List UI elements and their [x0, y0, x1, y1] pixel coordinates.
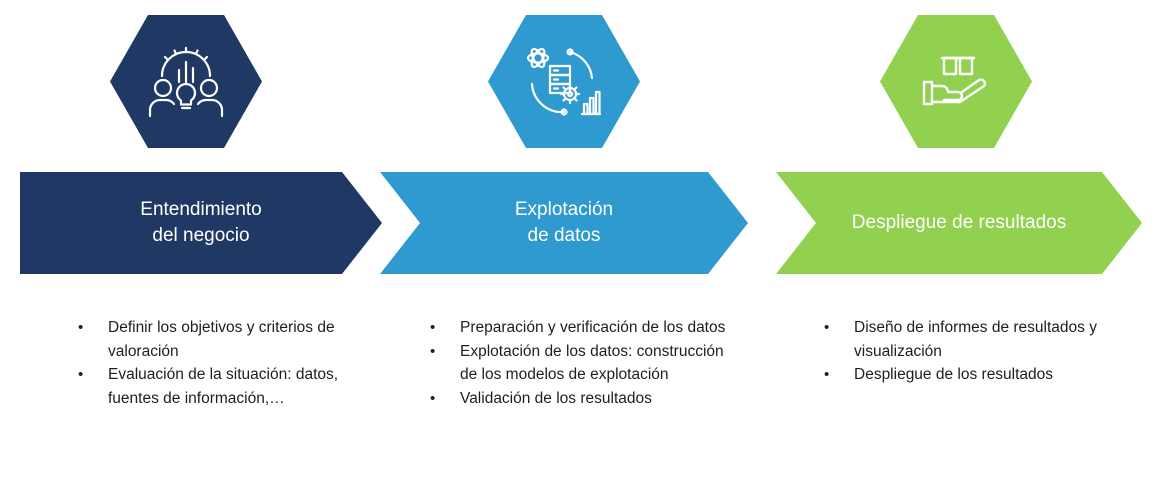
stage-2-bullet-list: Preparación y verificación de los datos … [426, 316, 726, 410]
hand-delivering-results-icon [922, 56, 987, 106]
stage-3-title: Despliegue de resultados [851, 212, 1067, 233]
hexagon-shape [488, 15, 640, 148]
stage-3-hexagon [880, 15, 1032, 148]
hexagon-shape [880, 15, 1032, 148]
list-item: Definir los objetivos y criterios de val… [74, 316, 359, 363]
list-item: Preparación y verificación de los datos [426, 316, 726, 340]
chevron-shape [20, 172, 382, 274]
data-processing-cycle-icon [526, 47, 602, 116]
stage-3-chevron: Despliegue de resultados [776, 172, 1142, 274]
stage-2-title: Explotación de datos [514, 199, 614, 246]
list-item: Despliegue de los resultados [820, 363, 1120, 387]
stage-3-bullet-list: Diseño de informes de resultados y visua… [820, 316, 1120, 387]
list-item: Explotación de los datos: construcción d… [426, 340, 726, 387]
stage-2-hexagon [488, 15, 640, 148]
chevron-shape [776, 172, 1142, 274]
chevron-shape [380, 172, 748, 274]
team-idea-lightbulb-icon [148, 46, 224, 118]
list-item: Evaluación de la situación: datos, fuent… [74, 363, 359, 410]
list-item: Diseño de informes de resultados y visua… [820, 316, 1120, 363]
stage-2-chevron: Explotación de datos [380, 172, 748, 274]
stage-1-hexagon [110, 15, 262, 148]
stage-1-title: Entendimiento del negocio [140, 199, 262, 246]
list-item: Validación de los resultados [426, 387, 726, 411]
stage-1-bullet-list: Definir los objetivos y criterios de val… [74, 316, 359, 410]
stage-1-chevron: Entendimiento del negocio [20, 172, 382, 274]
